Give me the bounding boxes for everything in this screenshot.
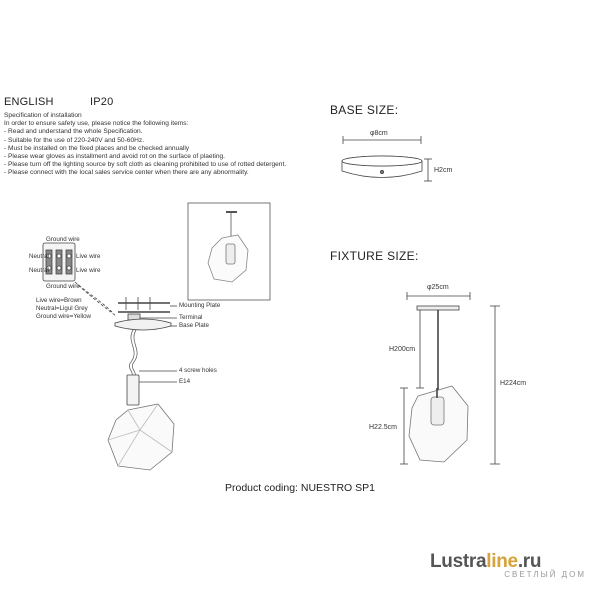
spec-line: - Suitable for the use of 220-240V and 5… bbox=[4, 136, 145, 144]
fixture-diameter: φ25cm bbox=[427, 284, 449, 291]
wire-legend-neutral: Neutral=Ligul Grey bbox=[36, 305, 88, 312]
neutral-label-1: Neutral bbox=[29, 253, 49, 260]
terminal-label: Terminal bbox=[179, 314, 203, 321]
base-plate-label: Base Plate bbox=[179, 322, 209, 329]
spec-line: - Please turn off the lighting source by… bbox=[4, 161, 287, 169]
rod-height: H200cm bbox=[389, 346, 416, 353]
shade-height: H22.5cm bbox=[369, 424, 398, 431]
fixture-size-title: FIXTURE SIZE: bbox=[330, 249, 419, 263]
watermark-subtitle: СВЕТЛЫЙ ДОМ bbox=[504, 570, 586, 579]
ip-rating: IP20 bbox=[90, 96, 114, 108]
language-label: ENGLISH bbox=[4, 96, 54, 108]
watermark-logo: Lustraline.ru СВЕТЛЫЙ ДОМ bbox=[430, 551, 586, 579]
wire-legend-live: Live wire=Brown bbox=[36, 297, 82, 304]
mounting-plate-label: Mounting Plate bbox=[179, 302, 221, 309]
spec-line: - Read and understand the whole Specific… bbox=[4, 128, 143, 136]
base-size-drawing bbox=[341, 136, 432, 182]
spec-line: Specification of installation bbox=[4, 112, 82, 119]
spec-line: - Must be installed on the fixed places … bbox=[4, 144, 190, 152]
assembly-drawing bbox=[107, 297, 177, 471]
ground-wire-top-label: Ground wire bbox=[46, 236, 80, 243]
watermark-brand-c: .ru bbox=[517, 551, 542, 572]
wire-legend-ground: Ground wire=Yellow bbox=[36, 313, 91, 320]
neutral-label-2: Neutral bbox=[29, 267, 49, 274]
fixture-size-drawing bbox=[400, 292, 500, 465]
product-coding: Product coding: NUESTRO SP1 bbox=[225, 482, 375, 494]
spec-line: In order to ensure safety use, please no… bbox=[4, 120, 189, 128]
total-height: H224cm bbox=[500, 380, 527, 387]
live-label-2: Live wire bbox=[76, 267, 101, 274]
base-height: H2cm bbox=[434, 167, 453, 174]
specification-text: Specification of installation In order t… bbox=[4, 112, 334, 178]
watermark-brand: Lustraline.ru bbox=[430, 551, 586, 573]
base-size-title: BASE SIZE: bbox=[330, 103, 399, 117]
wiring-terminal-diagram bbox=[42, 242, 117, 317]
socket-label: E14 bbox=[179, 378, 191, 385]
spec-line: - Please connect with the local sales se… bbox=[4, 169, 249, 177]
live-label-1: Live wire bbox=[76, 253, 101, 260]
watermark-brand-b: line bbox=[486, 551, 518, 572]
product-thumbnail bbox=[187, 202, 271, 301]
screw-holes-label: 4 screw holes bbox=[179, 367, 217, 374]
ground-wire-bottom-label: Ground wire bbox=[46, 283, 80, 290]
watermark-brand-a: Lustra bbox=[430, 551, 487, 572]
base-diameter: φ8cm bbox=[370, 130, 388, 137]
spec-line: - Please wear gloves as installment and … bbox=[4, 153, 226, 161]
